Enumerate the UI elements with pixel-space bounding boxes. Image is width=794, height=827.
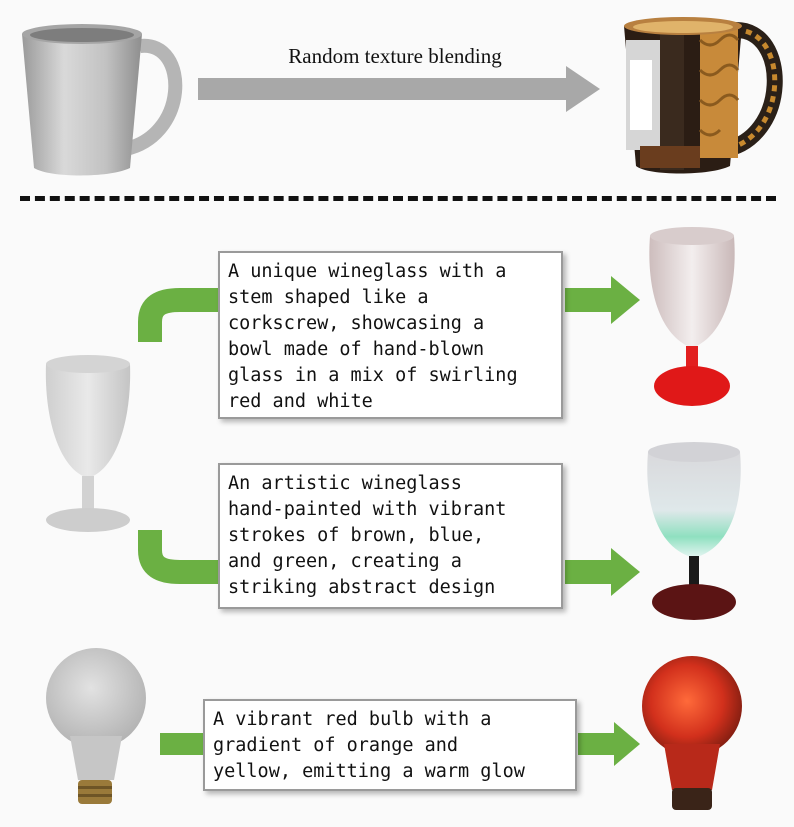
texture-blending-arrow [198, 66, 600, 112]
section-divider [20, 196, 776, 201]
prompt-box-red-bulb: A vibrant red bulb with a gradient of or… [203, 699, 577, 791]
textured-mug-model [624, 17, 783, 174]
abstract-wineglass-result [647, 442, 741, 620]
curved-arrow-lower [138, 530, 218, 584]
texture-blending-label: Random texture blending [288, 44, 502, 68]
result-arrow-3 [578, 722, 640, 766]
result-arrow-1 [565, 276, 640, 324]
red-white-wineglass-result [649, 227, 735, 406]
prompt-box-wineglass-abstract: An artistic wineglass hand-painted with … [218, 463, 563, 609]
result-arrow-2 [565, 548, 640, 596]
gray-mug-model [22, 24, 183, 176]
gray-bulb-model [46, 648, 146, 804]
curved-arrow-upper [138, 288, 218, 342]
bulb-input-arrow [160, 733, 203, 755]
prompt-box-wineglass-corkscrew: A unique wineglass with a stem shaped li… [218, 251, 563, 419]
gray-wineglass-model [45, 355, 131, 532]
red-bulb-result [642, 656, 742, 810]
